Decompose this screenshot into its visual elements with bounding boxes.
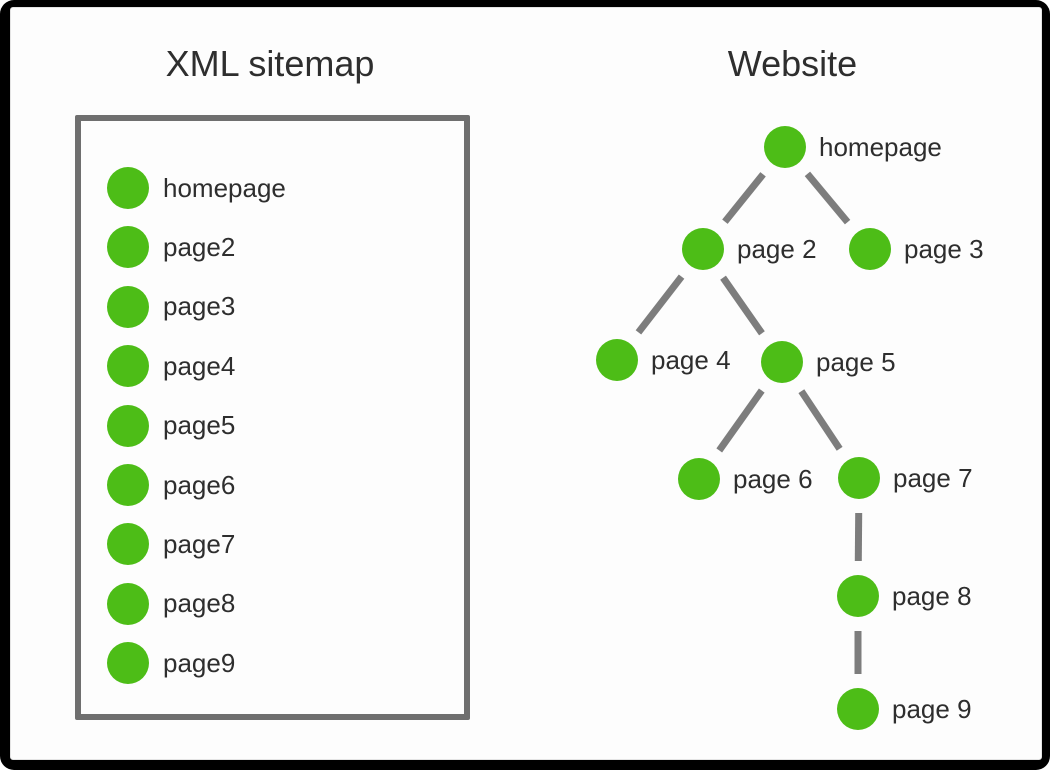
tree-node-page9 xyxy=(837,688,879,730)
sitemap-list-item: page2 xyxy=(107,226,236,269)
page-dot-icon xyxy=(107,523,149,566)
tree-node-page3 xyxy=(849,228,891,270)
sitemap-item-label: page4 xyxy=(163,350,236,381)
tree-node-page6 xyxy=(678,458,720,500)
page-dot-icon xyxy=(107,226,149,269)
sitemap-item-label: page3 xyxy=(163,291,236,322)
page-dot-icon xyxy=(107,285,149,328)
sitemap-item-label: page2 xyxy=(163,231,236,262)
sitemap-title: XML sitemap xyxy=(165,43,375,84)
sitemap-list-item: page4 xyxy=(107,345,236,388)
tree-node-label-page6: page 6 xyxy=(733,464,813,494)
tree-node-homepage xyxy=(764,126,806,168)
sitemap-item-label: page6 xyxy=(163,469,236,500)
tree-edge-page5-page6 xyxy=(716,388,765,453)
sitemap-list-item: page3 xyxy=(107,285,236,328)
sitemap-list-item: page8 xyxy=(107,582,236,625)
tree-node-label-page7: page 7 xyxy=(893,463,973,493)
tree-node-label-page3: page 3 xyxy=(904,234,984,264)
tree-node-page8 xyxy=(837,575,879,617)
page-dot-icon xyxy=(107,167,149,209)
tree-node-label-page9: page 9 xyxy=(892,694,972,724)
sitemap-item-label: page9 xyxy=(163,647,236,678)
sitemap-item-label: page8 xyxy=(163,588,236,619)
tree-node-label-homepage: homepage xyxy=(819,132,942,162)
page-dot-icon xyxy=(107,642,149,685)
sitemap-list-item: page7 xyxy=(107,523,236,566)
page-dot-icon xyxy=(107,582,149,625)
tree-edge-page2-page5 xyxy=(720,275,765,336)
sitemap-list-item: homepage xyxy=(107,167,286,209)
page-dot-icon xyxy=(107,404,149,447)
diagram-canvas xyxy=(10,7,1042,760)
tree-node-label-page2: page 2 xyxy=(737,234,817,264)
tree-node-page4 xyxy=(596,339,638,381)
tree-node-page2 xyxy=(682,228,724,270)
sitemap-item-label: homepage xyxy=(163,172,286,203)
sitemap-item-label: page5 xyxy=(163,410,236,441)
page-dot-icon xyxy=(107,345,149,388)
tree-edge-page2-page4 xyxy=(635,274,685,335)
tree-edge-homepage-page2 xyxy=(722,172,766,224)
sitemap-list-item: page5 xyxy=(107,404,236,447)
tree-node-label-page8: page 8 xyxy=(892,581,972,611)
sitemap-box xyxy=(75,115,470,720)
tree-node-page5 xyxy=(761,341,803,383)
page-dot-icon xyxy=(107,464,149,506)
website-title: Website xyxy=(727,43,858,84)
sitemap-item-label: page7 xyxy=(163,528,236,559)
tree-edge-page5-page7 xyxy=(798,389,843,451)
sitemap-list-item: page9 xyxy=(107,642,236,685)
tree-node-label-page5: page 5 xyxy=(816,347,896,377)
sitemap-list-item: page6 xyxy=(107,464,235,506)
tree-node-page7 xyxy=(838,457,880,499)
tree-edge-homepage-page3 xyxy=(804,171,851,225)
tree-node-label-page4: page 4 xyxy=(651,345,731,375)
